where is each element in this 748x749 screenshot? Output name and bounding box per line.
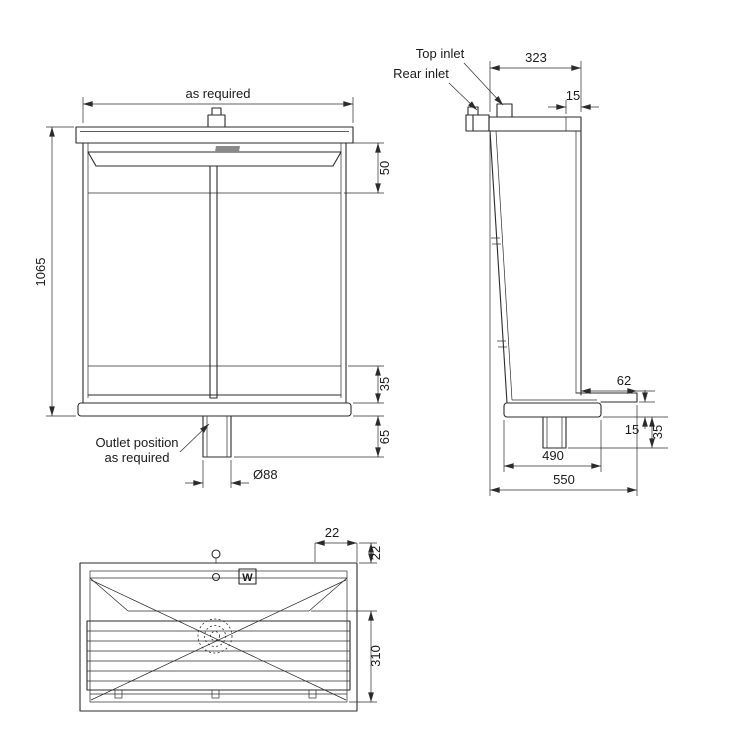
dim-front-width: as required [82, 86, 354, 123]
dim-front-rim-label: 50 [377, 161, 392, 175]
dim-side-lip: 15 [603, 390, 668, 437]
dim-front-outlet-length-label: 65 [377, 430, 392, 444]
front-view-outline [75, 107, 354, 458]
dim-plan-offset-y-label: 22 [368, 546, 383, 560]
dim-side-top-width: 323 [489, 50, 582, 112]
brand-logo-icon [214, 146, 240, 152]
dim-plan-grate-depth: 310 [311, 610, 383, 703]
dim-plan-offset-y: 22 [359, 542, 383, 564]
dim-side-top-width-label: 323 [525, 50, 547, 65]
top-inlet-spigot [211, 549, 221, 559]
front-view: as required 1065 50 35 65 [33, 86, 392, 488]
top-inlet-label: Top inlet [416, 46, 465, 61]
outlet-note-line1: Outlet position [95, 435, 178, 450]
dim-side-overall-depth-label: 550 [553, 472, 575, 487]
rear-inlet-label: Rear inlet [393, 66, 449, 81]
dim-side-lip-label: 15 [625, 422, 639, 437]
plan-view: W 22 22 310 [79, 525, 383, 712]
inlet-hole [211, 572, 221, 582]
dim-front-outlet-dia-label: Ø88 [253, 467, 278, 482]
dim-front-height-label: 1065 [33, 258, 48, 287]
outlet-strainer [197, 618, 233, 654]
outlet-note: Outlet position as required [95, 423, 210, 465]
plan-view-outline: W [79, 549, 358, 712]
dim-side-bowl-depth: 490 [503, 420, 602, 472]
dim-plan-grate-depth-label: 310 [368, 645, 383, 667]
dim-front-rail-label: 35 [377, 377, 392, 391]
dim-plan-offset-x: 22 [314, 525, 358, 562]
waste-marker-box [238, 568, 257, 585]
dim-side-bowl-depth-label: 490 [542, 448, 564, 463]
dim-side-base-height: 35 [568, 416, 668, 449]
dim-side-inlet-offset: 15 [548, 88, 599, 114]
dim-side-inlet-offset-label: 15 [566, 88, 580, 103]
dim-side-front-ledge: 62 [580, 373, 655, 394]
dim-front-outlet-diameter: Ø88 [185, 460, 278, 488]
dim-front-top-rim: 50 [344, 142, 392, 194]
dim-side-ledge-label: 62 [617, 373, 631, 388]
side-view-outline [465, 103, 638, 449]
outlet-note-line2: as required [104, 450, 169, 465]
dim-front-width-label: as required [185, 86, 250, 101]
dim-front-height: 1065 [33, 126, 76, 417]
dim-front-bottom-rail: 35 [348, 365, 392, 404]
inlet-labels: Top inlet Rear inlet [393, 46, 504, 111]
dim-side-overall-depth: 550 [489, 135, 638, 496]
dim-front-outlet-length: 65 [234, 415, 392, 458]
dim-plan-offset-x-label: 22 [325, 525, 339, 540]
dim-side-base-height-label: 35 [650, 425, 665, 439]
side-view: Top inlet Rear inlet 323 15 62 [393, 46, 668, 496]
waste-marker-label: W [242, 572, 253, 584]
